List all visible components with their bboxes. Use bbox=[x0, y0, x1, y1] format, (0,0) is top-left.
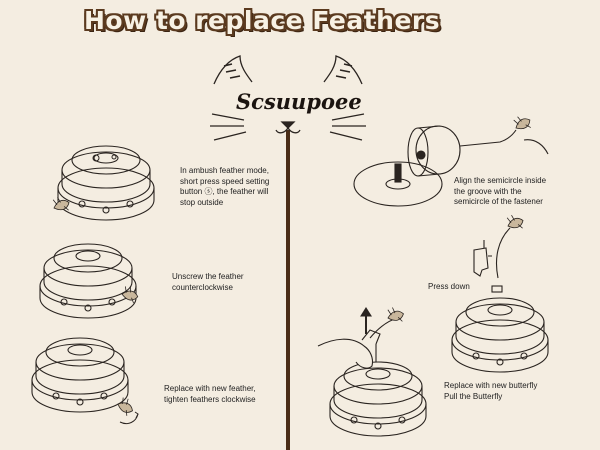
step-ambush-line: short press speed setting bbox=[180, 176, 270, 186]
step-align-line: the groove with the bbox=[454, 186, 522, 196]
press-down-illustration bbox=[451, 211, 549, 373]
step-butterfly-line: Pull the Butterfly bbox=[444, 391, 503, 401]
step-unscrew-text: Unscrew the feather counterclockwise bbox=[172, 272, 244, 293]
fastener-align-illustration bbox=[353, 111, 549, 207]
toy-step-unscrew bbox=[39, 243, 140, 319]
page-title: How to replace Feathers bbox=[84, 6, 441, 35]
toy-step-replace bbox=[31, 337, 139, 425]
step-align-text: Align the semicircle inside the groove w… bbox=[454, 176, 546, 208]
step-unscrew-line: Unscrew the feather bbox=[172, 272, 244, 281]
toy-step-ambush bbox=[50, 145, 155, 221]
step-unscrew-line: counterclockwise bbox=[172, 282, 233, 292]
step-align-line: semicircle of the fastener bbox=[454, 197, 543, 206]
step-ambush-text: In ambush feather mode, short press spee… bbox=[180, 166, 269, 208]
step-ambush-line: stop outside bbox=[180, 197, 224, 207]
cat-face bbox=[210, 55, 366, 141]
pull-butterfly-illustration bbox=[317, 304, 427, 437]
step-butterfly-line: Replace with new butterfly bbox=[444, 381, 538, 390]
step-replace-line: tighten feathers clockwise bbox=[164, 394, 256, 404]
step-ambush-line: In ambush feather mode, bbox=[180, 166, 269, 175]
brand-logo-text: Scsuupoee bbox=[236, 89, 362, 114]
step-align-line: Align the semicircle inside bbox=[454, 176, 547, 185]
step-press-text: Press down bbox=[428, 282, 470, 293]
step-butterfly-text: Replace with new butterfly Pull the Butt… bbox=[444, 381, 537, 402]
step-ambush-line: button ⓢ, the feather will bbox=[180, 187, 269, 196]
step-replace-text: Replace with new feather, tighten feathe… bbox=[164, 384, 256, 405]
step-press-line: Press down bbox=[428, 282, 470, 291]
step-replace-line: Replace with new feather, bbox=[164, 384, 256, 393]
